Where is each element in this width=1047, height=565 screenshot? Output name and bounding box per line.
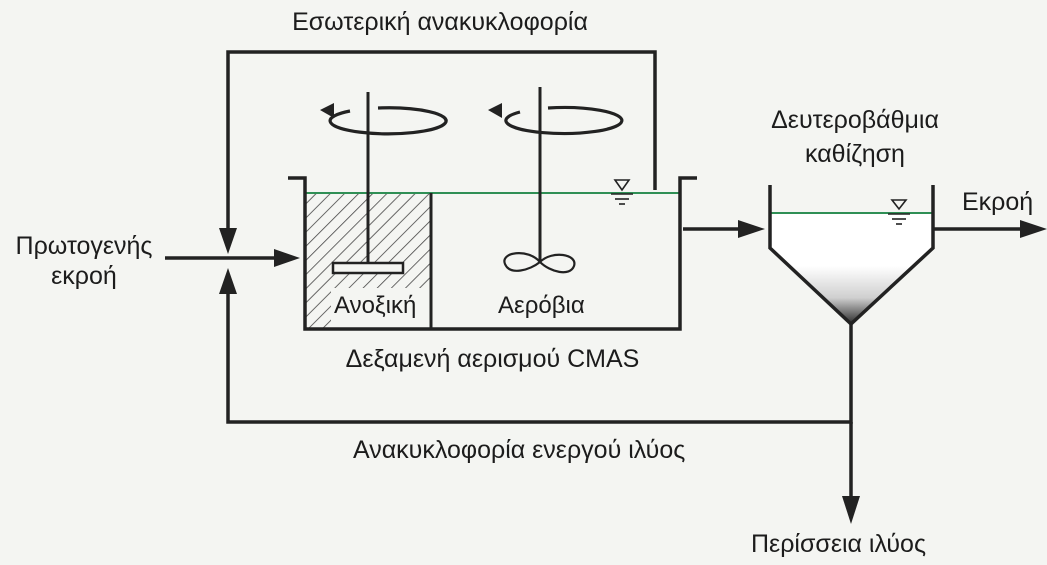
tank-to-clarifier-line (683, 220, 765, 238)
sludge-cone (788, 266, 914, 324)
internal-recirculation-label: Εσωτερική ανακυκλοφορία (292, 8, 588, 36)
inflow-line (165, 249, 300, 267)
ras-arrowhead (219, 268, 237, 294)
aerobic-zone-label: Αερόβια (498, 292, 585, 319)
aeration-tank-label: Δεξαμενή αερισμού CMAS (345, 345, 640, 373)
waste-sludge-line (842, 422, 860, 524)
anoxic-mixer-icon (320, 92, 448, 275)
ras-line (219, 268, 853, 424)
primary-effluent-label-line1: Πρωτογενής (15, 232, 153, 260)
anoxic-label-backing (331, 288, 430, 328)
clarifier-label-line2: καθίζηση (805, 140, 905, 168)
secondary-clarifier (768, 185, 935, 327)
ras-label: Ανακυκλοφορία ενεργού ιλύος (353, 436, 686, 464)
internal-recirculation-line (219, 50, 657, 254)
primary-effluent-label-line2: εκροή (51, 262, 117, 290)
inflow-arrowhead (274, 249, 300, 267)
clarifier-label-line1: Δευτεροβάθμια (771, 106, 939, 134)
water-surface-icon (613, 179, 631, 192)
tank-walls (288, 176, 697, 331)
waste-sludge-label: Περίσσεια ιλύος (751, 530, 927, 558)
clarifier-water-surface-icon (890, 199, 908, 211)
effluent-label: Εκροή (962, 188, 1034, 216)
aerobic-mixer-icon (488, 87, 624, 274)
anoxic-zone-label: Ανοξική (334, 292, 417, 319)
effluent-line (933, 220, 1047, 238)
internal-recirculation-arrowhead (219, 228, 237, 254)
